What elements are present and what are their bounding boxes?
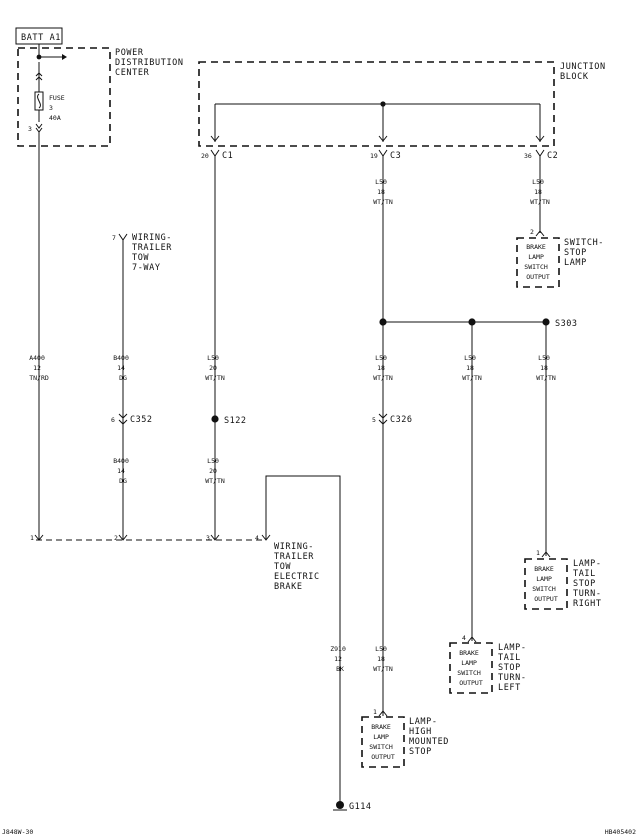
c352-pin: 6	[111, 416, 115, 424]
jb-c3-pin: 19	[370, 152, 378, 160]
junction-block-outline	[198, 61, 555, 147]
wire-l50-c1-upper: L50 20 WT/TN	[205, 354, 225, 382]
wire-l50-c1-lower: L50 20 WT/TN	[205, 457, 225, 485]
fuse-number: 3	[49, 104, 53, 112]
wire-b400-lower: B400 14 DG	[113, 457, 133, 485]
tail-right-pin: 1	[536, 549, 540, 557]
footer-right-code: HB405402	[605, 828, 636, 836]
jb-c2-name: C2	[547, 151, 558, 161]
splice-s303-label: S303	[555, 319, 577, 329]
ground-label: G114	[349, 802, 371, 812]
high-mount-pin: 1	[373, 708, 377, 716]
tail-right-switch-box	[524, 558, 568, 610]
wire-l50-right: L50 18 WT/TN	[536, 354, 556, 382]
wire-z910: Z910 12 BK	[330, 645, 350, 673]
tail-left-label: LAMP- TAIL STOP TURN- LEFT	[498, 643, 532, 693]
brake-pin-4: 4	[255, 534, 259, 542]
arrow-right-icon	[62, 54, 67, 60]
wire-l50-left: L50 18 WT/TN	[462, 354, 482, 382]
wire-l50-high: L50 18 WT/TN	[373, 354, 393, 382]
tail-right-switch-text: BRAKE LAMP SWITCH OUTPUT	[532, 565, 559, 603]
pdc-out-pin: 3	[28, 125, 32, 133]
tail-left-pin: 4	[462, 634, 466, 642]
splice-s122-label: S122	[224, 416, 246, 426]
trailer-7way-label: WIRING- TRAILER TOW 7-WAY	[132, 233, 178, 273]
wire-l50-c3: L50 18 WT/TN	[373, 178, 393, 206]
pdc-outline	[17, 47, 111, 147]
ground-icon	[336, 801, 344, 809]
switch-stop-pin: 2	[530, 228, 534, 236]
c352-name: C352	[130, 415, 152, 425]
high-mount-switch-text: BRAKE LAMP SWITCH OUTPUT	[369, 723, 396, 761]
high-mount-switch-box	[361, 716, 405, 768]
trailer-brake-label: WIRING- TRAILER TOW ELECTRIC BRAKE	[274, 542, 325, 592]
wire-l50-high-lower: L50 18 WT/TN	[373, 645, 393, 673]
c326-pin: 5	[372, 416, 376, 424]
jb-c1-pin: 20	[201, 152, 209, 160]
jb-c1-name: C1	[222, 151, 233, 161]
footer-left-code: J848W-30	[2, 828, 33, 836]
tail-left-switch-box	[449, 642, 493, 694]
junction-block-label: JUNCTION BLOCK	[560, 62, 611, 82]
battery-label: BATT A1	[21, 33, 61, 43]
jb-c3-name: C3	[390, 151, 401, 161]
wire-l50-c2: L50 18 WT/TN	[530, 178, 550, 206]
switch-stop-switch-text: BRAKE LAMP SWITCH OUTPUT	[524, 243, 551, 281]
switch-stop-box	[516, 237, 560, 288]
tail-left-switch-text: BRAKE LAMP SWITCH OUTPUT	[457, 649, 484, 687]
brake-pin-3: 3	[206, 534, 210, 542]
switch-stop-label: SWITCH- STOP LAMP	[564, 238, 610, 268]
wire-a400: A400 12 TN/RD	[29, 354, 49, 382]
jb-c2-pin: 36	[524, 152, 532, 160]
pdc-label: POWER DISTRIBUTION CENTER	[115, 48, 189, 78]
trailer-7way-pin: 7	[112, 234, 116, 242]
brake-pin-2: 2	[114, 534, 118, 542]
wire-b400-upper: B400 14 DG	[113, 354, 133, 382]
fuse-rating: 40A	[49, 114, 61, 122]
c326-name: C326	[390, 415, 412, 425]
tail-right-label: LAMP- TAIL STOP TURN- RIGHT	[573, 559, 607, 609]
high-mount-label: LAMP- HIGH MOUNTED STOP	[409, 717, 455, 757]
splice-s122	[211, 415, 219, 423]
fuse-label: FUSE	[49, 94, 65, 102]
brake-pin-1: 1	[30, 534, 34, 542]
